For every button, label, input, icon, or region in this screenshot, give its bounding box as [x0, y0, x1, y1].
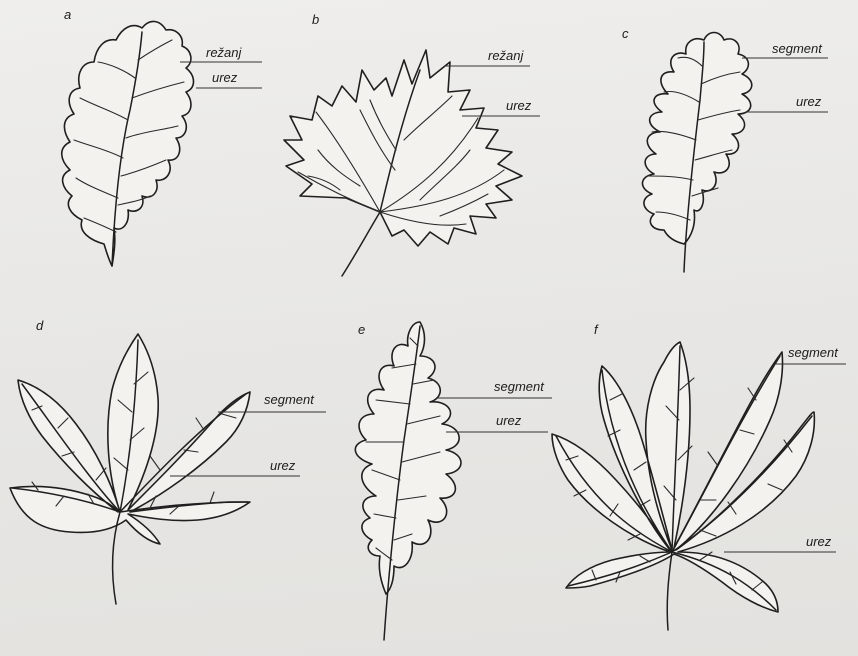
label-urez-b: urez: [506, 98, 532, 113]
leaf-b: b režanj urez: [284, 12, 540, 276]
label-segment-f: segment: [788, 345, 839, 360]
label-rezanj-a: režanj: [206, 45, 243, 60]
leaf-f: f segment urez: [552, 322, 846, 630]
figure-letter-c: c: [622, 26, 629, 41]
leaf-d: d segment urez: [10, 318, 326, 604]
leaf-a: a režanj urez: [62, 7, 262, 266]
label-segment-d: segment: [264, 392, 315, 407]
label-urez-c: urez: [796, 94, 822, 109]
figure-letter-d: d: [36, 318, 44, 333]
leaf-c: c segment urez: [622, 26, 828, 272]
label-urez-f: urez: [806, 534, 832, 549]
label-urez-e: urez: [496, 413, 522, 428]
figure-letter-f: f: [594, 322, 599, 337]
label-urez-a: urez: [212, 70, 238, 85]
figure-letter-e: e: [358, 322, 365, 337]
leaf-e: e segment urez: [355, 322, 552, 640]
label-segment-c: segment: [772, 41, 823, 56]
figure-letter-a: a: [64, 7, 71, 22]
figure-letter-b: b: [312, 12, 319, 27]
label-rezanj-b: režanj: [488, 48, 525, 63]
label-segment-e: segment: [494, 379, 545, 394]
label-urez-d: urez: [270, 458, 296, 473]
